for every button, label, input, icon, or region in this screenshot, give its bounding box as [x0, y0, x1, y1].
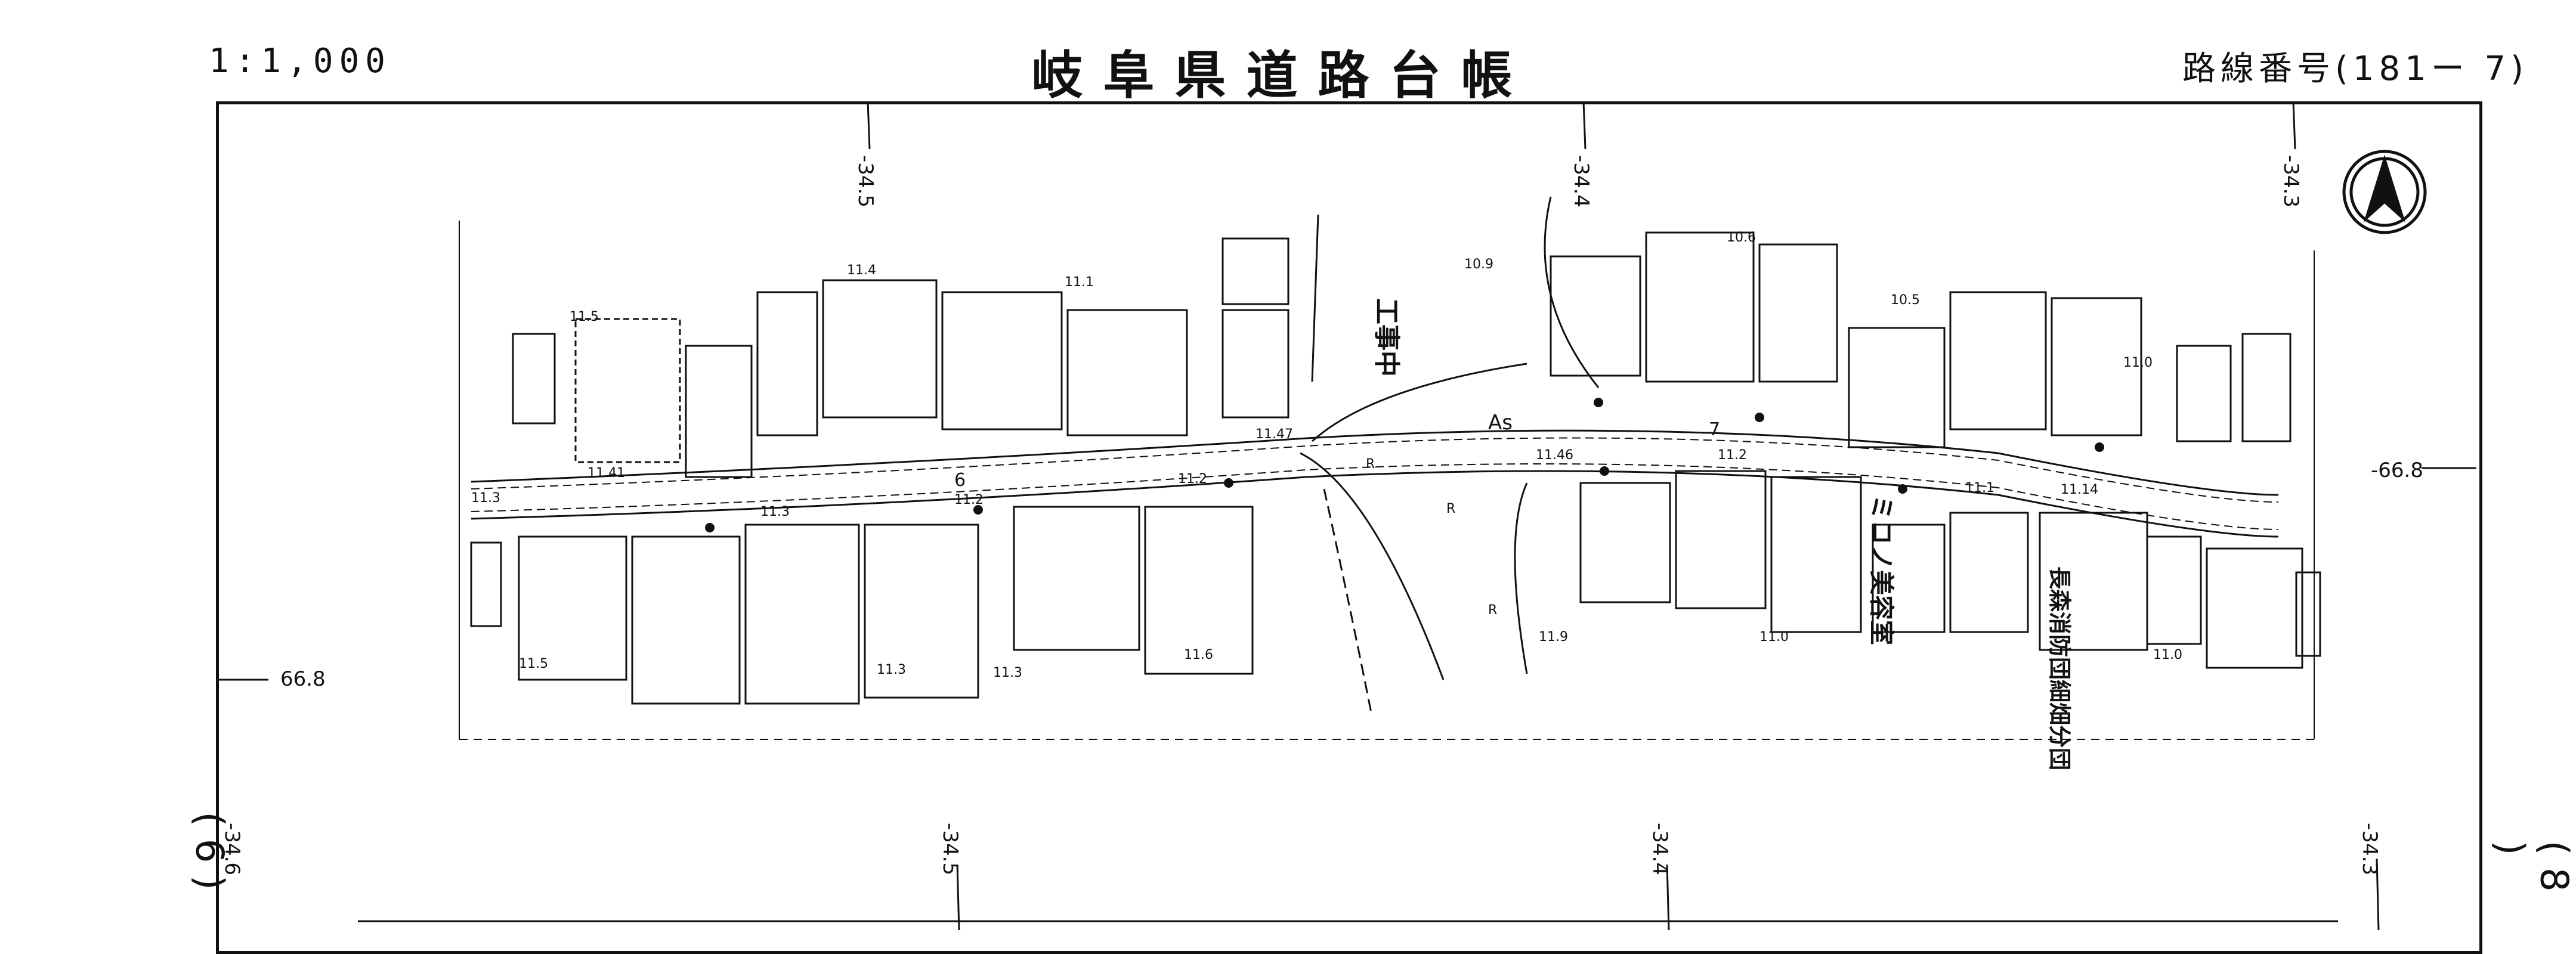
grid-label-bottom-1: -34.6 — [220, 823, 244, 875]
grid-label-right: -66.8 — [2371, 459, 2423, 482]
elevation-label: 11.46 — [1536, 448, 1573, 463]
elevation-label: 11.47 — [1255, 427, 1293, 442]
grid-label-top-1: -34.5 — [853, 155, 877, 207]
elevation-label: 10.6 — [1727, 230, 1756, 245]
road-map: -34.5 -34.4 -34.3 -34.6 -34.5 -34.4 -34.… — [216, 101, 2476, 931]
elevation-label: 11.2 — [1718, 448, 1747, 463]
label-construction: 工事中 — [1371, 298, 1402, 377]
elevation-label: 11.0 — [2153, 648, 2182, 662]
elevation-label: 11.14 — [2061, 482, 2098, 497]
north-arrow-icon — [2342, 150, 2427, 234]
elevation-label: 11.6 — [1184, 648, 1213, 662]
elevation-label: 11.5 — [570, 309, 599, 324]
buildings-north — [512, 231, 2292, 478]
buildings-south — [470, 470, 2321, 705]
elevation-label: 11.5 — [519, 656, 548, 671]
route-number: 路線番号(181ー 7) — [2182, 49, 2528, 88]
elevation-label: 10.5 — [1891, 293, 1920, 308]
sheet-edges — [459, 221, 2315, 740]
label-fire-brigade: 長森消防団細畑分団 — [2046, 566, 2073, 770]
elevation-label: 11.4 — [847, 263, 876, 278]
elevation-label: 11.3 — [993, 665, 1022, 680]
adjacent-sheet-right: ( 8 ) — [2487, 840, 2576, 892]
grid-label-bottom-3: -34.4 — [1648, 823, 1672, 875]
grid-label-bottom-2: -34.5 — [938, 823, 962, 875]
label-pavement: As — [1488, 411, 1513, 435]
road-mark-6: 6 — [954, 470, 966, 491]
page-title: 岐阜県道路台帳 — [1031, 46, 1533, 106]
elevation-label: 11.0 — [1759, 630, 1789, 645]
elevation-label: 11.9 — [1539, 630, 1568, 645]
road-mark-r-1: R — [1366, 457, 1375, 472]
road — [471, 429, 2279, 538]
elevation-label: 11.2 — [1178, 472, 1207, 487]
road-mark-r-2: R — [1446, 501, 1455, 516]
grid-label-top-3: -34.3 — [2279, 155, 2303, 207]
grid-ticks — [216, 101, 2476, 931]
elevation-label: 10.9 — [1464, 257, 1493, 272]
elevation-label: 11.1 — [1065, 275, 1094, 290]
elevation-label: 11.3 — [760, 504, 790, 519]
elevation-label: 11.2 — [954, 493, 984, 507]
grid-label-top-2: -34.4 — [1569, 155, 1593, 207]
grid-label-left: 66.8 — [280, 667, 326, 691]
elevation-label: 11.3 — [877, 662, 906, 677]
map-scale: 1:1,000 — [209, 42, 392, 80]
map-frame — [216, 101, 2482, 954]
road-mark-r-3: R — [1488, 603, 1497, 618]
elevation-label: 11.1 — [1965, 481, 1994, 495]
grid-label-bottom-4: -34.3 — [2358, 823, 2382, 875]
manhole-points — [705, 398, 2104, 532]
elevation-label: 11.3 — [471, 491, 500, 506]
road-mark-7: 7 — [1709, 419, 1720, 440]
adjacent-sheet-left: ( 6 ) — [187, 811, 231, 890]
label-salon: ミコノ美容室 — [1867, 495, 1896, 645]
elevation-label: 11.41 — [587, 466, 625, 481]
elevation-label: 11.0 — [2123, 355, 2153, 370]
